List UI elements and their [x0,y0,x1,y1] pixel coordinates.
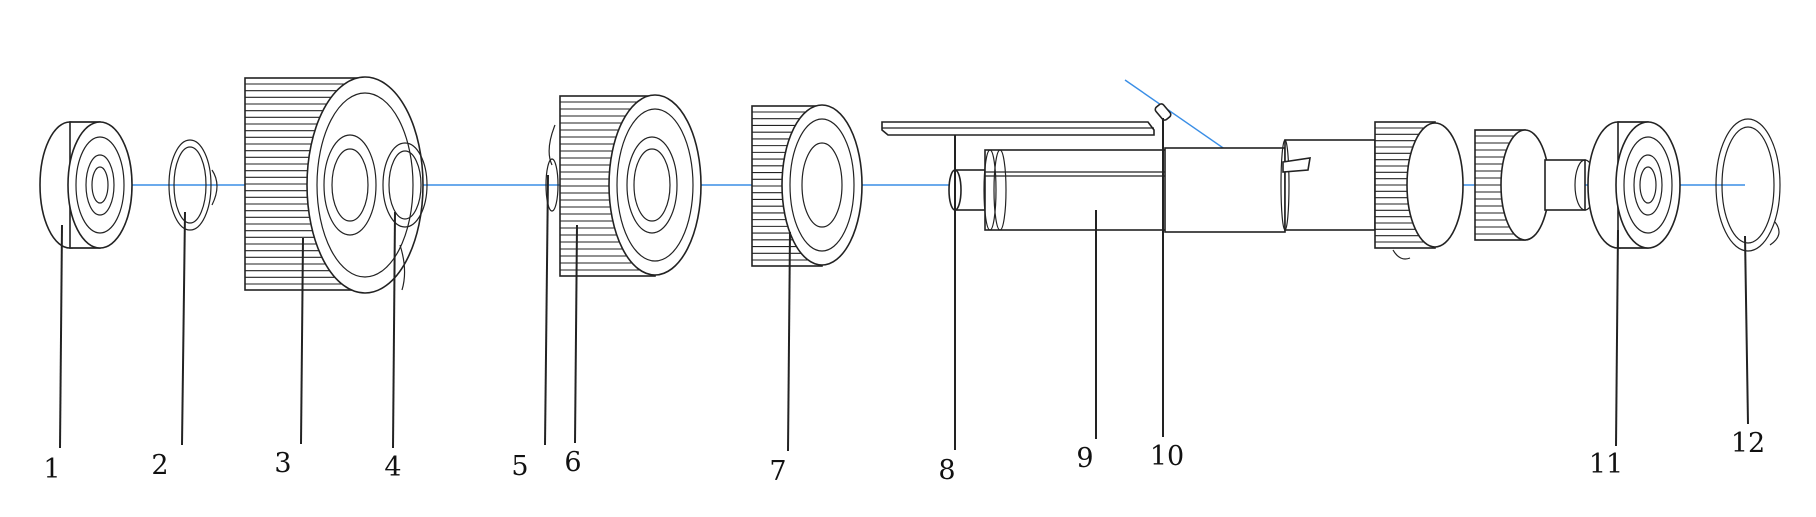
part-number-3: 3 [274,448,291,479]
part-number-1: 1 [43,454,60,485]
part-number-5: 5 [511,451,528,482]
part-number-10: 10 [1150,441,1184,472]
part-number-8: 8 [938,455,955,486]
part-number-12: 12 [1731,428,1765,459]
bearing-11 [1587,121,1681,249]
shaft-gear-large [1374,121,1464,249]
shaft-gear-small [1474,129,1550,241]
leader-4 [392,211,396,449]
part-number-11: 11 [1589,449,1623,480]
leader-6 [574,224,578,444]
leader-11 [1615,229,1619,447]
leader-7 [787,231,791,452]
leader-1 [59,224,63,449]
bearing-1 [39,121,133,249]
gear-3 [244,76,424,294]
leader-12 [1744,235,1749,425]
part-number-4: 4 [384,452,401,483]
snap-ring-12 [1715,118,1781,252]
part-labels: 1 2 3 4 5 6 7 8 9 10 11 12 [43,428,1765,487]
shaft-9 [948,121,1596,260]
leader-3 [300,237,304,445]
key-bar-8 [881,121,1155,136]
gear-7 [751,104,863,267]
snap-ring-2 [168,139,218,231]
part-number-2: 2 [151,450,168,481]
leader-lines [59,118,1749,452]
key-pin-10 [1154,103,1172,121]
leader-5 [544,174,549,446]
leader-2 [181,211,186,446]
part-number-9: 9 [1076,443,1093,474]
gear-6 [559,94,702,277]
snap-ring-4 [382,142,428,291]
part-number-6: 6 [564,447,581,478]
thrust-washer-5 [545,124,559,212]
part-number-7: 7 [769,456,786,487]
